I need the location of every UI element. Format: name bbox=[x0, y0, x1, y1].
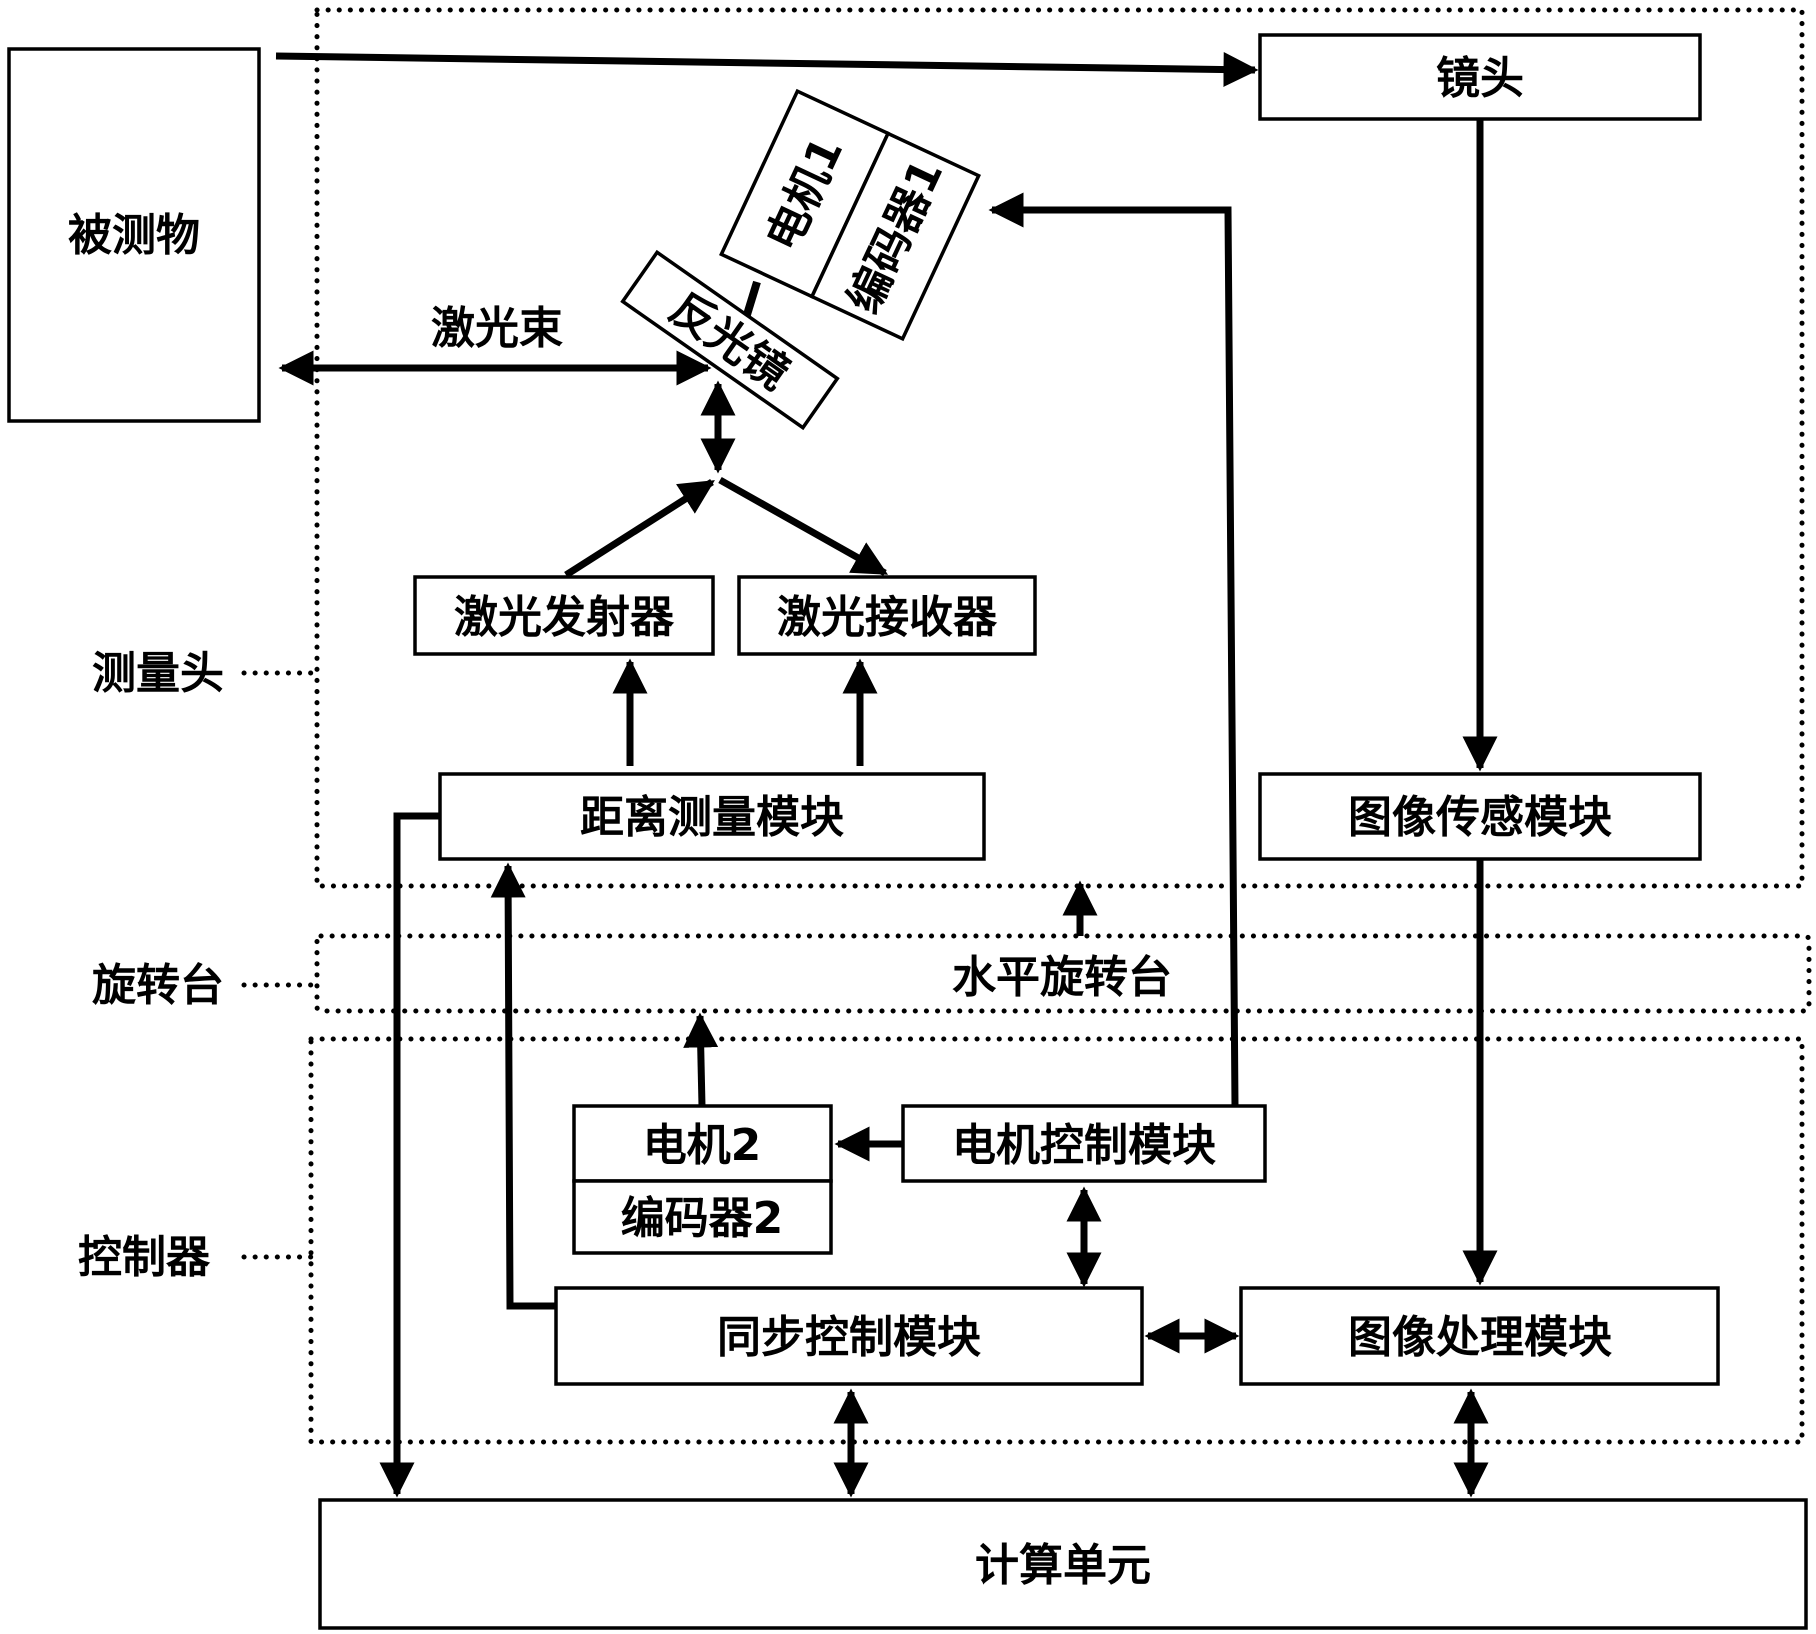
object-label: 被测物 bbox=[68, 210, 200, 261]
controller-group-outline bbox=[308, 1036, 1805, 1445]
motor-control-label: 电机控制模块 bbox=[952, 1120, 1216, 1171]
sync-control-block: 同步控制模块 bbox=[554, 1286, 1144, 1386]
compute-unit-block: 计算单元 bbox=[318, 1498, 1808, 1630]
laser-receiver-label: 激光接收器 bbox=[777, 592, 998, 643]
motor2-encoder2-block: 电机2 编码器2 bbox=[572, 1104, 833, 1255]
arrow-object-to-lens bbox=[275, 52, 1259, 88]
arrow-motor2-to-rotation-stage bbox=[683, 1012, 719, 1107]
arrow-emitter-to-mirror bbox=[564, 479, 715, 578]
lens-label: 镜头 bbox=[1436, 53, 1524, 104]
measure-head-group-outline bbox=[314, 7, 1805, 889]
object-block: 被测物 bbox=[7, 47, 261, 423]
horizontal-rotation-stage-label: 水平旋转台 bbox=[952, 952, 1172, 1003]
label-controller: 控制器 bbox=[78, 1232, 211, 1283]
image-processing-block: 图像处理模块 bbox=[1239, 1286, 1720, 1386]
motor2-label: 电机2 bbox=[643, 1120, 762, 1171]
laser-beam-label: 激光束 bbox=[431, 303, 563, 354]
lens-block: 镜头 bbox=[1258, 33, 1702, 121]
encoder2-label: 编码器2 bbox=[621, 1193, 784, 1244]
arrow-distance-to-compute bbox=[379, 812, 440, 1498]
arrow-motor-control-to-motor1 bbox=[988, 192, 1239, 1107]
arrow-sync-to-distance bbox=[490, 862, 556, 1310]
distance-module-label: 距离测量模块 bbox=[580, 792, 844, 843]
laser-receiver-block: 激光接收器 bbox=[737, 575, 1037, 656]
image-sensor-block: 图像传感模块 bbox=[1258, 772, 1702, 861]
rotation-stage-group-outline bbox=[314, 933, 1812, 1014]
distance-module-block: 距离测量模块 bbox=[438, 772, 986, 861]
motor1-shaft bbox=[742, 280, 761, 320]
image-sensor-label: 图像传感模块 bbox=[1348, 792, 1612, 843]
sync-control-label: 同步控制模块 bbox=[717, 1312, 981, 1363]
arrow-mirror-to-receiver bbox=[718, 476, 889, 577]
motor1-encoder1-block: 电机1 编码器1 bbox=[719, 88, 981, 342]
image-processing-label: 图像处理模块 bbox=[1348, 1312, 1612, 1363]
motor-control-block: 电机控制模块 bbox=[901, 1104, 1267, 1183]
laser-emitter-block: 激光发射器 bbox=[413, 575, 715, 656]
label-rotation-stage: 旋转台 bbox=[92, 960, 224, 1011]
label-measure-head: 测量头 bbox=[92, 648, 224, 699]
compute-unit-label: 计算单元 bbox=[975, 1540, 1151, 1591]
laser-emitter-label: 激光发射器 bbox=[454, 592, 675, 643]
